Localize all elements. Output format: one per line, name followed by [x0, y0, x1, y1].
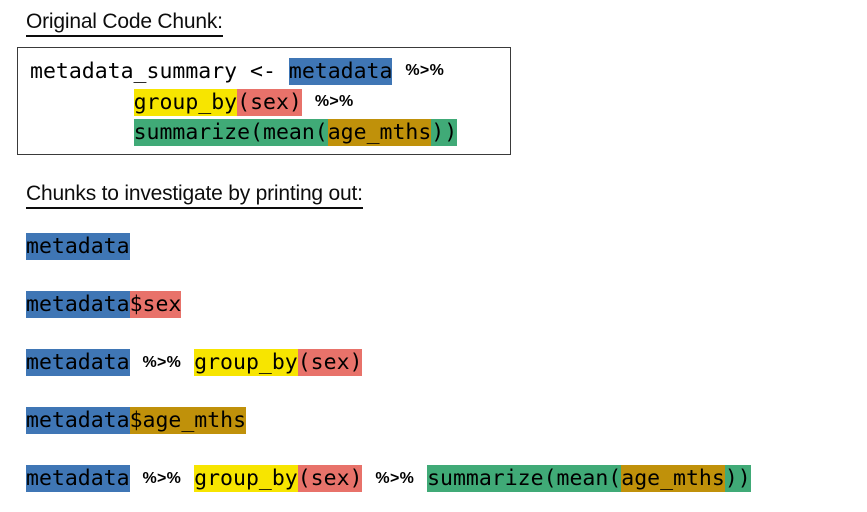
chunk-metadata-age-mths-token-1: $age_mths	[129, 407, 247, 434]
chunk-metadata-token-0: metadata	[26, 233, 130, 260]
chunk-metadata-sex-token-1: $sex	[129, 291, 182, 318]
code-box-line-2-token-1: summarize(mean(	[133, 119, 328, 146]
chunk-metadata-groupby-token-0: metadata	[26, 349, 130, 376]
chunk-full-pipeline-token-3	[181, 465, 194, 492]
chunk-metadata-groupby-token-3	[181, 349, 194, 376]
chunk-full-pipeline-token-1	[130, 465, 143, 492]
chunk-metadata-sex-token-0: metadata	[26, 291, 130, 318]
chunk-full-pipeline-token-0: metadata	[26, 465, 130, 492]
code-box-line-0-token-2	[392, 58, 405, 85]
heading-original-text: Original Code Chunk:	[26, 10, 223, 37]
chunk-full-pipeline-token-11: ))	[724, 465, 751, 492]
code-box-line-0: metadata_summary <- metadata %>%	[30, 56, 457, 87]
chunk-full-pipeline-token-9: summarize(mean(	[427, 465, 622, 492]
chunk-full-pipeline-token-4: group_by	[194, 465, 298, 492]
code-box-line-2: summarize(mean(age_mths))	[30, 118, 458, 148]
chunk-full-pipeline-token-2: %>%	[142, 470, 182, 487]
code-box-line-1-token-4: %>%	[314, 93, 354, 110]
chunk-full-pipeline-token-8	[414, 465, 427, 492]
code-box-line-0-token-0: metadata_summary <-	[30, 59, 289, 84]
chunk-metadata-groupby-token-2: %>%	[142, 354, 182, 371]
chunk-metadata-groupby-token-4: group_by	[194, 349, 298, 376]
chunk-metadata-sex: metadata$sex	[26, 291, 182, 319]
code-box-line-1: group_by(sex) %>%	[30, 87, 457, 118]
code-box-line-0-token-1: metadata	[288, 58, 393, 85]
code-box-line-2-token-0	[30, 119, 134, 146]
code-box-line-2-token-3: ))	[431, 119, 458, 146]
chunk-full-pipeline-token-7: %>%	[375, 470, 415, 487]
chunk-full-pipeline: metadata %>% group_by(sex) %>% summarize…	[26, 465, 751, 493]
chunk-metadata-groupby-token-5: (sex)	[297, 349, 363, 376]
chunk-metadata-age-mths-token-0: metadata	[26, 407, 130, 434]
heading-chunks-text: Chunks to investigate by printing out:	[26, 182, 363, 209]
page-title-original-code-chunk: Original Code Chunk:	[26, 10, 223, 37]
original-code-chunk-box: metadata_summary <- metadata %>% group_b…	[17, 47, 511, 155]
code-box-line-1-token-0	[30, 89, 134, 116]
chunk-metadata-age-mths: metadata$age_mths	[26, 407, 247, 435]
code-box-line-1-token-3	[302, 89, 315, 116]
chunk-metadata-groupby: metadata %>% group_by(sex)	[26, 349, 363, 377]
code-box-line-2-token-2: age_mths	[327, 119, 432, 146]
page-title-chunks-to-investigate: Chunks to investigate by printing out:	[26, 182, 363, 209]
chunk-metadata-groupby-token-1	[130, 349, 143, 376]
code-box-line-1-token-1: group_by	[133, 89, 238, 116]
chunk-full-pipeline-token-5: (sex)	[297, 465, 363, 492]
code-box-line-1-token-2: (sex)	[237, 89, 302, 116]
code-box-line-0-token-3: %>%	[405, 62, 445, 79]
chunk-metadata: metadata	[26, 233, 130, 261]
code-box-content: metadata_summary <- metadata %>% group_b…	[30, 56, 458, 148]
chunk-full-pipeline-token-10: age_mths	[621, 465, 725, 492]
chunk-full-pipeline-token-6	[362, 465, 375, 492]
